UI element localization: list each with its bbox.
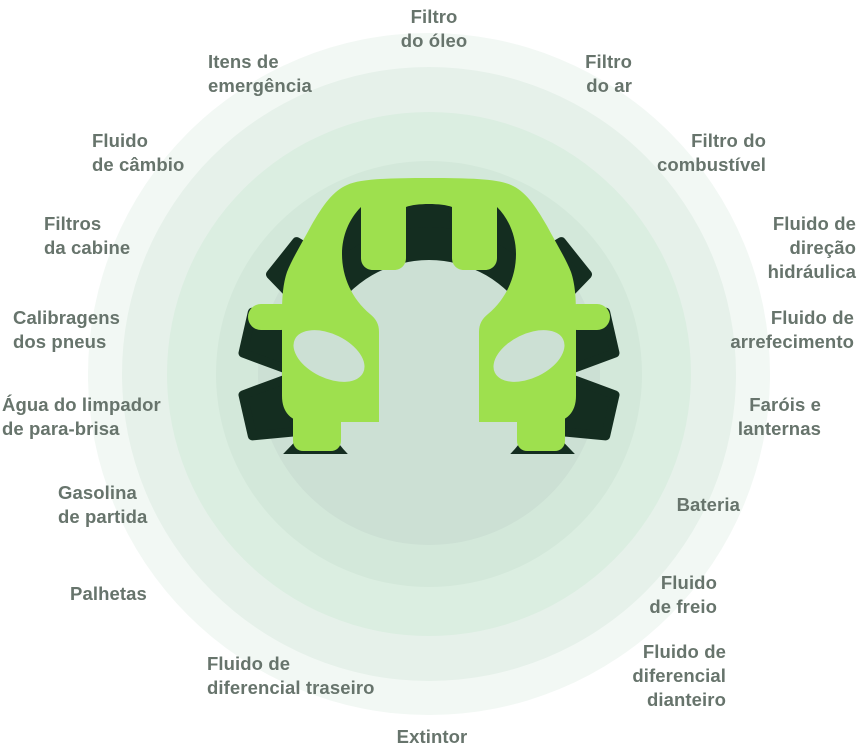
- label-gasolina-de-partida[interactable]: Gasolina de partida: [58, 481, 148, 527]
- label-bateria[interactable]: Bateria: [676, 493, 740, 515]
- label-fluido-de-freio[interactable]: Fluido de freio: [649, 571, 717, 617]
- label-fluido-direcao-hidraulica[interactable]: Fluido de direção hidráulica: [767, 212, 856, 283]
- label-farois-e-lanternas[interactable]: Faróis e lanternas: [737, 393, 821, 439]
- label-filtro-do-combustivel[interactable]: Filtro do combustível: [656, 129, 766, 175]
- label-calibragens-dos-pneus[interactable]: Calibragens dos pneus: [13, 306, 120, 352]
- label-fluido-diferencial-diant[interactable]: Fluido de diferencial dianteiro: [632, 640, 726, 711]
- label-itens-de-emergencia[interactable]: Itens de emergência: [208, 50, 312, 96]
- label-fluido-de-cambio[interactable]: Fluido de câmbio: [92, 129, 185, 175]
- label-filtro-do-oleo[interactable]: Filtro do óleo: [400, 5, 468, 51]
- label-fluido-diferencial-tras[interactable]: Fluido de diferencial traseiro: [207, 652, 375, 698]
- label-filtros-da-cabine[interactable]: Filtros da cabine: [44, 212, 131, 258]
- car-front-wrench-icon: [248, 178, 610, 451]
- label-filtro-do-ar[interactable]: Filtro do ar: [585, 50, 632, 96]
- label-agua-do-limpador[interactable]: Água do limpador de para-brisa: [2, 393, 161, 439]
- center-icon-group: [219, 164, 639, 584]
- label-palhetas[interactable]: Palhetas: [70, 582, 147, 604]
- label-extintor[interactable]: Extintor: [396, 725, 468, 747]
- label-fluido-arrefecimento[interactable]: Fluido de arrefecimento: [730, 306, 854, 352]
